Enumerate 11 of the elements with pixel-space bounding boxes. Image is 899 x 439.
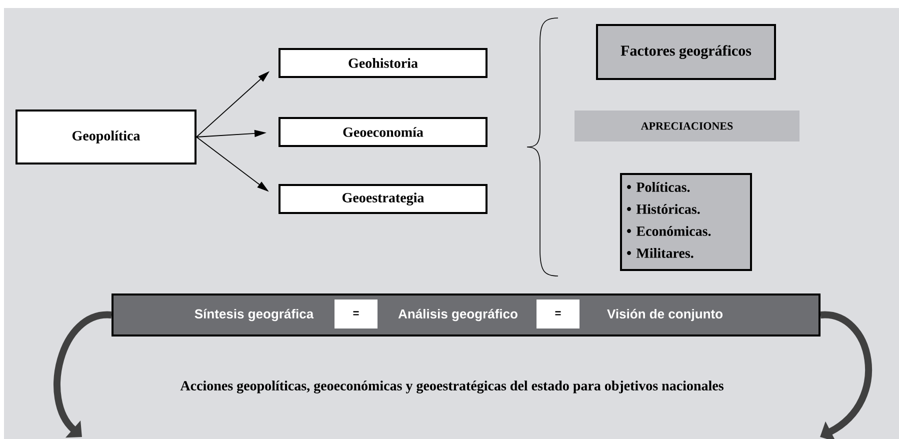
caption-text: Acciones geopolíticas, geoeconómicas y geoestratégicas del estado para objetivos nacionales bbox=[180, 380, 724, 394]
equals-box: = bbox=[536, 300, 580, 328]
factor-box: Factores geográficos bbox=[596, 24, 776, 80]
equals-box: = bbox=[334, 300, 378, 328]
concept-box: Geoeconomía bbox=[278, 117, 488, 147]
bullet-list-box: Políticas. Históricas. Económicas. Militares. bbox=[620, 173, 752, 271]
concept-box: Geoestrategia bbox=[278, 184, 488, 214]
concept-box: Geohistoria bbox=[278, 48, 488, 78]
curved-arrow bbox=[820, 312, 872, 439]
heading-band: APRECIACIONES bbox=[574, 110, 800, 142]
concept-box: Geopolítica bbox=[16, 110, 196, 164]
